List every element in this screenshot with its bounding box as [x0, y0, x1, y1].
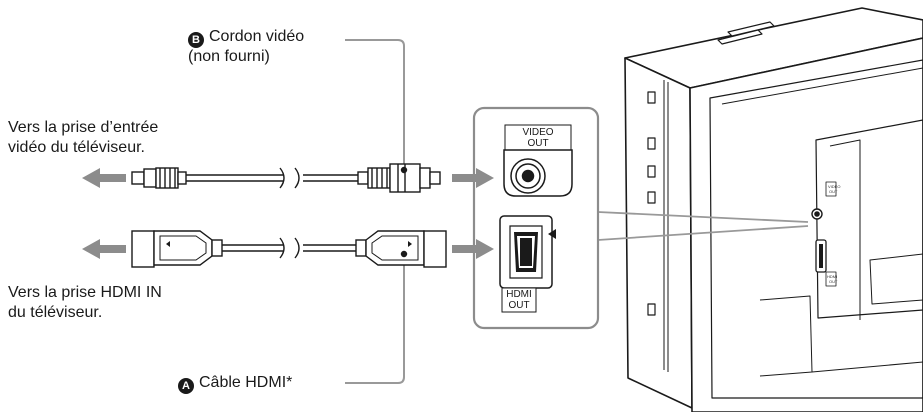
player-device: VIDEO OUT HDMI OUT	[624, 7, 923, 413]
hdmi-out-label-line1: HDMI	[506, 289, 532, 300]
video-out-label-line2: OUT	[527, 138, 549, 149]
video-cord-label-line2: (non fourni)	[188, 48, 270, 65]
hdmi-out-label-line2: OUT	[508, 300, 530, 311]
video-out-jack	[503, 124, 573, 197]
hdmi-cable	[131, 230, 447, 268]
svg-text:VIDEO: VIDEO	[828, 184, 840, 189]
hdmi-cable-label: A Câble HDMI*	[178, 373, 292, 394]
hdmi-out-port-label: HDMI OUT	[502, 289, 536, 311]
tv-video-label-line2: vidéo du téléviseur.	[8, 139, 145, 156]
tv-video-label-line1: Vers la prise d’entrée	[8, 119, 159, 136]
arrow-to-hdmi-out	[452, 239, 494, 259]
badge-b-icon: B	[188, 32, 204, 48]
badge-a-icon: A	[178, 378, 194, 394]
svg-text:OUT: OUT	[829, 189, 838, 194]
svg-text:OUT: OUT	[829, 279, 838, 284]
callout-zoom	[597, 211, 809, 241]
arrow-to-tv-video	[82, 168, 126, 188]
tv-hdmi-label-line1: Vers la prise HDMI IN	[8, 284, 162, 301]
hdmi-cable-label-text: Câble HDMI*	[199, 374, 293, 391]
video-cord	[131, 163, 441, 193]
tv-hdmi-label-line2: du téléviseur.	[8, 304, 103, 321]
leader-video-cord	[345, 39, 405, 170]
svg-text:HDMI: HDMI	[827, 274, 837, 279]
hdmi-out-jack	[499, 215, 556, 313]
leader-hdmi-cable	[345, 254, 405, 384]
arrow-to-video-out	[452, 168, 494, 188]
arrow-to-tv-hdmi	[82, 239, 126, 259]
video-out-port-label: VIDEO OUT	[505, 127, 571, 149]
video-cord-label-line1: Cordon vidéo	[209, 28, 305, 45]
video-out-label-line1: VIDEO	[522, 127, 554, 138]
video-cord-label: B Cordon vidéo	[188, 27, 304, 48]
